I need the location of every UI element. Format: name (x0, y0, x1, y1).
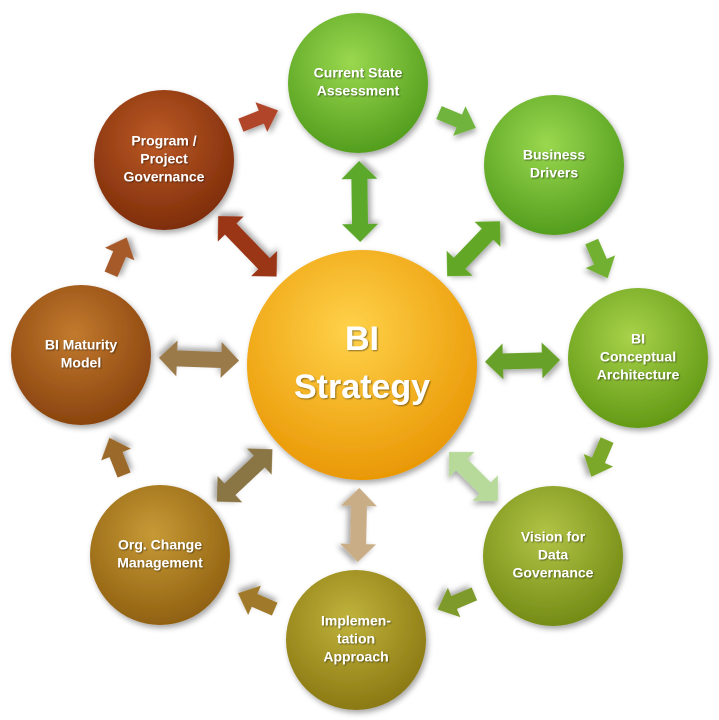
node-label-program-project-governance-line: Governance (124, 169, 205, 185)
center-label: BI Strategy (294, 320, 430, 406)
node-circle-implementation-approach (286, 570, 426, 710)
node-label-implementation-approach-line: Implemen- (321, 613, 391, 629)
flow-arrows (101, 102, 616, 618)
node-label-vision-for-data-governance-line: Governance (513, 565, 594, 581)
flow-arrow-bi-conceptual-architecture (583, 437, 614, 477)
node-label-bi-conceptual-architecture-line: BI (631, 331, 645, 347)
node-label-program-project-governance-line: Project (140, 151, 188, 167)
node-label-bi-maturity-model-line: BI Maturity (45, 337, 118, 353)
node-circle-business-drivers (484, 95, 624, 235)
connector-arrow-org-change-management (216, 448, 273, 503)
node-circle-bi-conceptual-architecture (568, 288, 708, 428)
flow-arrow-program-project-governance (238, 102, 279, 132)
flow-arrow-current-state-assessment (436, 106, 476, 136)
center-node-group: BI Strategy (247, 250, 477, 480)
node-circle-bi-maturity-model (11, 285, 151, 425)
node-circle-program-project-governance (94, 90, 234, 230)
center-circle (247, 250, 477, 480)
flow-arrow-implementation-approach (238, 585, 278, 616)
node-label-current-state-assessment-line: Assessment (317, 83, 400, 99)
center-label-line: BI (345, 320, 379, 358)
flow-arrow-org-change-management (101, 437, 131, 478)
flow-arrow-business-drivers (585, 238, 616, 279)
node-label-org-change-management-line: Org. Change (118, 537, 202, 553)
node-label-vision-for-data-governance-line: Vision for (521, 529, 586, 545)
node-label-bi-conceptual-architecture-line: Conceptual (600, 349, 676, 365)
connector-arrow-bi-maturity-model (158, 340, 240, 378)
node-label-implementation-approach-line: tation (337, 631, 375, 647)
flow-arrow-vision-for-data-governance (437, 587, 478, 618)
connector-arrow-business-drivers (446, 221, 501, 277)
connector-arrow-bi-conceptual-architecture (484, 342, 561, 380)
node-label-vision-for-data-governance-line: Data (538, 547, 569, 563)
connector-arrow-program-project-governance (217, 216, 277, 277)
center-label-line: Strategy (294, 368, 430, 406)
connector-arrow-current-state-assessment (341, 160, 378, 243)
node-label-org-change-management-line: Management (117, 555, 203, 571)
node-label-business-drivers-line: Business (523, 147, 585, 163)
node-label-business-drivers-line: Drivers (530, 165, 578, 181)
connector-arrows (158, 160, 561, 563)
node-label-current-state-assessment-line: Current State (314, 65, 403, 81)
node-circle-org-change-management (90, 485, 230, 625)
node-label-program-project-governance-line: Program / (131, 133, 196, 149)
node-label-bi-maturity-model-line: Model (61, 355, 101, 371)
flow-arrow-bi-maturity-model (104, 237, 135, 278)
node-circle-current-state-assessment (288, 13, 428, 153)
connector-arrow-vision-for-data-governance (448, 451, 498, 501)
connector-arrow-implementation-approach (340, 487, 377, 563)
node-circle-vision-for-data-governance (483, 486, 623, 626)
node-label-bi-conceptual-architecture-line: Architecture (597, 367, 680, 383)
node-label-implementation-approach-line: Approach (323, 649, 388, 665)
